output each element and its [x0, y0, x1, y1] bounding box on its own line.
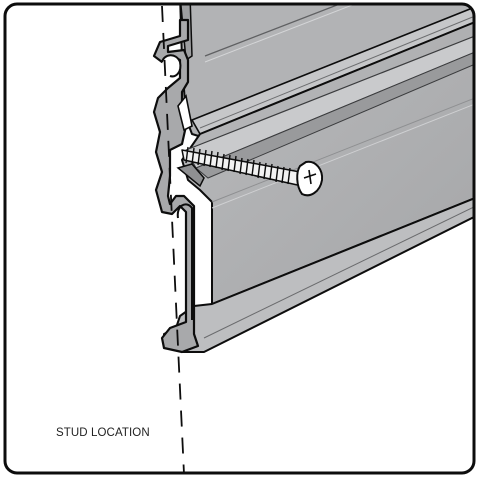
- rail-profile: [152, 18, 200, 354]
- stud-centerline: [161, 5, 185, 475]
- phillips-icon: [303, 169, 317, 185]
- mounting-screw: [181, 146, 324, 197]
- upper-hook-slot: [161, 54, 182, 78]
- lower-hook-slot: [176, 203, 193, 320]
- stud-location-label: STUD LOCATION: [56, 427, 150, 439]
- diagram-frame: [3, 2, 476, 475]
